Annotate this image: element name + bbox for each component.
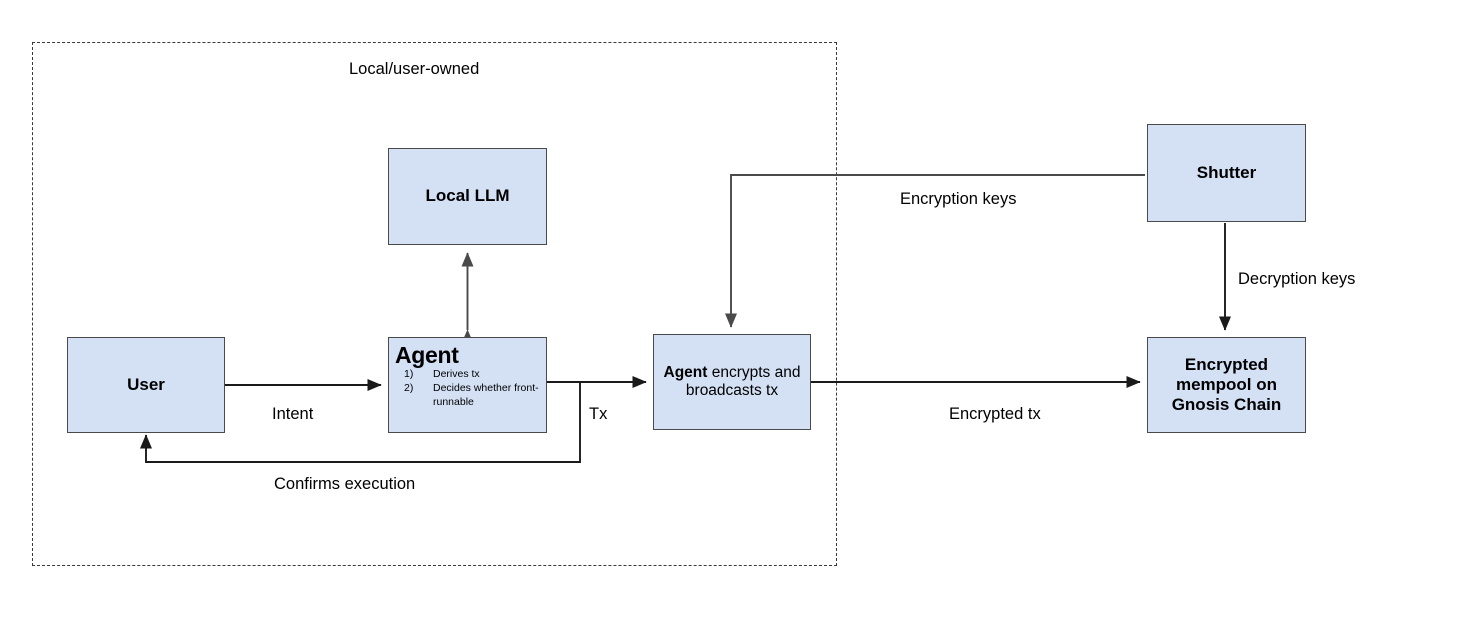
node-user[interactable]: User: [67, 337, 225, 433]
node-local-llm-label: Local LLM: [425, 186, 510, 206]
edge-label-intent: Intent: [272, 405, 314, 423]
node-local-llm[interactable]: Local LLM: [388, 148, 547, 245]
node-agent[interactable]: Agent 1) Derives tx 2) Decides whether f…: [388, 337, 547, 433]
local-user-owned-zone: [32, 42, 837, 566]
step-number: 2): [404, 381, 414, 394]
node-agent-steps: 1) Derives tx 2) Decides whether front-r…: [395, 368, 546, 410]
step-number: 1): [404, 368, 414, 380]
node-agent-step: 1) Derives tx: [395, 368, 546, 382]
edge-label-encryption-keys: Encryption keys: [900, 190, 1017, 208]
step-text: Decides whether front-runnable: [433, 381, 539, 408]
edge-label-tx: Tx: [589, 405, 608, 423]
edge-label-decryption-keys: Decryption keys: [1238, 270, 1356, 288]
node-encrypted-mempool-label: Encrypted mempool on Gnosis Chain: [1171, 354, 1282, 415]
node-agent-encrypts-strong: Agent: [663, 363, 708, 381]
node-shutter[interactable]: Shutter: [1147, 124, 1306, 222]
node-agent-step: 2) Decides whether front-runnable: [395, 382, 546, 410]
edge-label-encrypted-tx: Encrypted tx: [949, 405, 1041, 423]
node-agent-encrypts-label: Agent encrypts and broadcasts tx: [654, 364, 810, 401]
node-user-label: User: [127, 374, 165, 394]
zone-label: Local/user-owned: [349, 60, 480, 78]
node-shutter-label: Shutter: [1196, 162, 1257, 182]
node-agent-encrypts-rest: encrypts and broadcasts tx: [685, 363, 801, 399]
node-agent-title: Agent: [395, 342, 459, 368]
node-agent-encrypts[interactable]: Agent encrypts and broadcasts tx: [653, 334, 811, 430]
edge-label-confirms-execution: Confirms execution: [274, 475, 416, 493]
node-encrypted-mempool[interactable]: Encrypted mempool on Gnosis Chain: [1147, 337, 1306, 433]
step-text: Derives tx: [433, 368, 480, 380]
